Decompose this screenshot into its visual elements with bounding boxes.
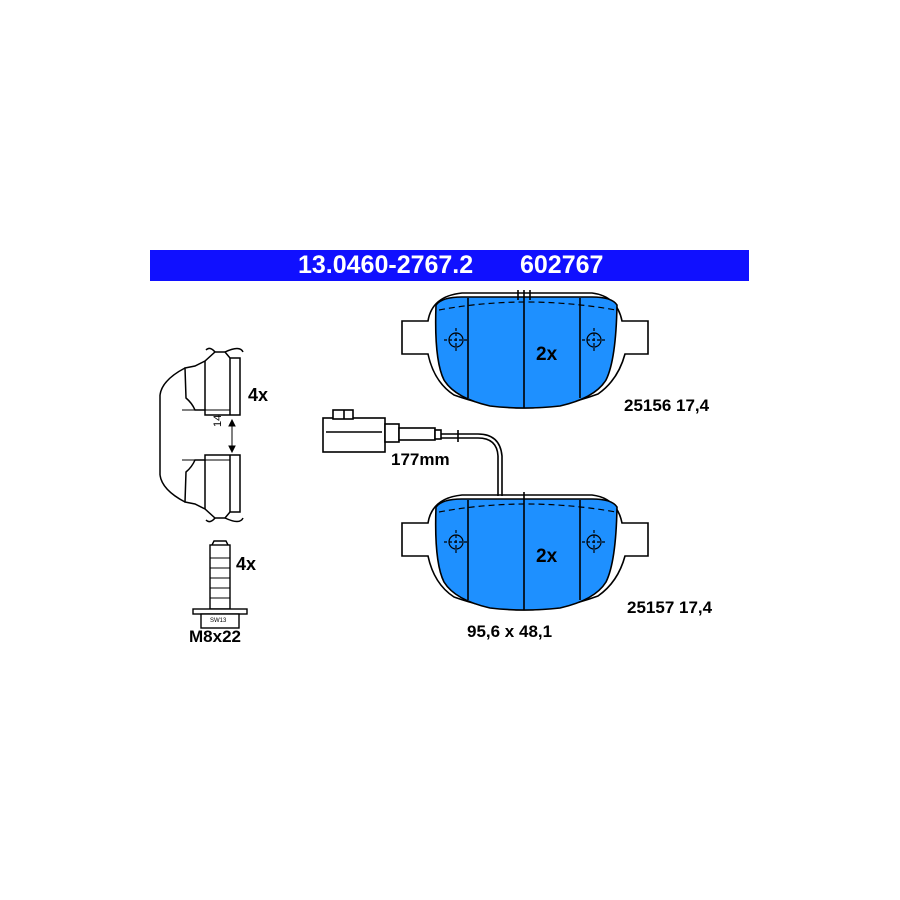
bolt-quantity: 4x [236,554,257,574]
sensor-connector [322,417,386,453]
friction-lining [434,296,618,409]
sensor-cable [441,433,503,496]
bottom-pad-quantity: 2x [536,546,558,567]
clip-lower [184,454,241,519]
locating-hole-left [444,530,468,554]
spring-clips [159,347,244,523]
locating-hole-right [582,328,606,352]
pad-dimensions: 95,6 x 48,1 [467,622,553,641]
clip-quantity: 4x [248,385,269,405]
locating-hole-left [444,328,468,352]
bolt-thread [209,544,231,610]
wear-sensor [322,409,503,496]
sensor-length: 177mm [391,450,450,469]
locating-hole-right [582,530,606,554]
bolt-head-size: SW13 [210,618,227,624]
top-pad-code: 25156 17,4 [624,396,710,415]
friction-lining [434,498,618,611]
part-number: 13.0460-2767.2 [298,251,474,279]
bottom-pad-code: 25157 17,4 [627,598,713,617]
title-bar: 13.0460-2767.2 602767 [150,250,749,281]
reference-number: 602767 [520,251,604,279]
clip-gap-label: 14 [212,414,224,427]
brake-pad-bottom [401,492,649,611]
bolt-head [200,613,240,629]
gap-dimension [228,418,236,454]
bolt-flange [192,608,248,615]
bolt-size: M8x22 [189,627,241,646]
bolt [192,540,248,629]
clip-upper [184,351,241,416]
top-pad-quantity: 2x [536,344,558,365]
brake-pad-top [401,290,649,409]
